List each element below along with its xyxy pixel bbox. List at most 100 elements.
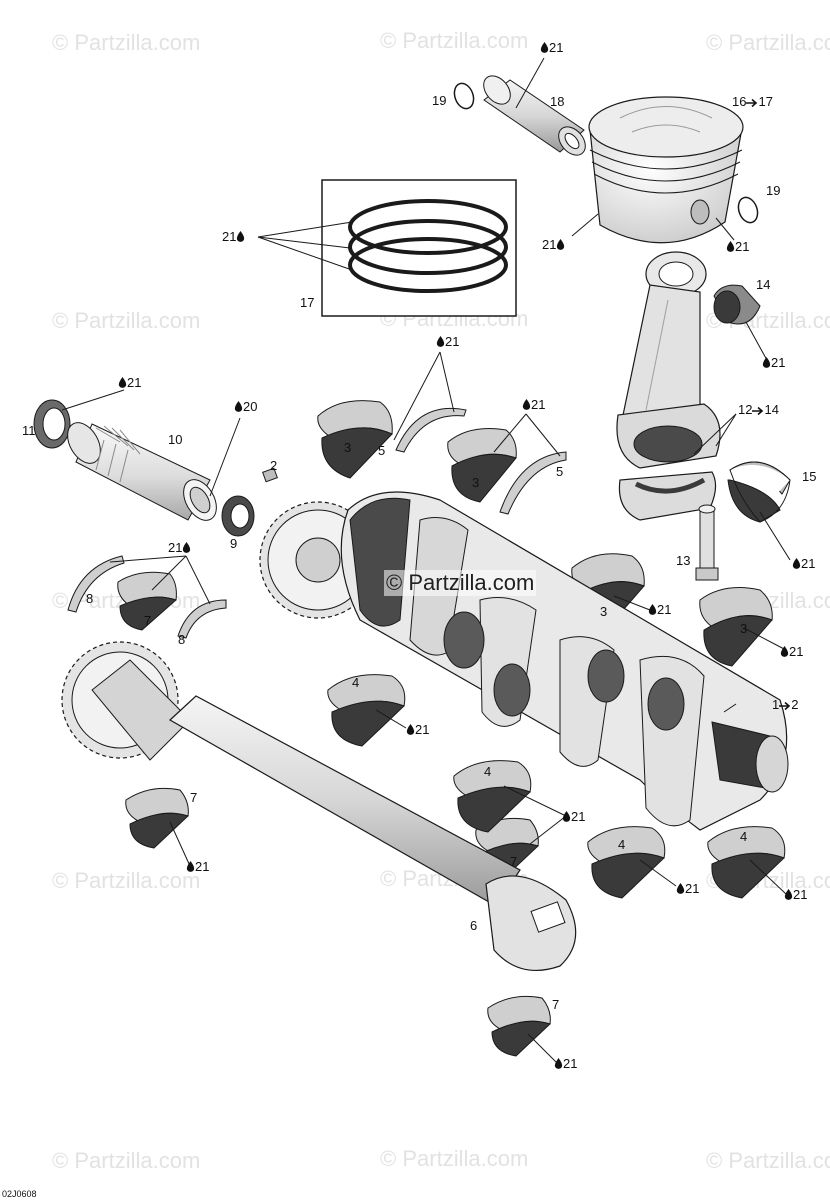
callout-c5-b: 5 bbox=[556, 465, 563, 478]
callout-c21-bottom: 21 bbox=[554, 1057, 577, 1070]
oil-drop-icon bbox=[726, 241, 735, 252]
piston bbox=[588, 96, 744, 244]
oil-drop-icon bbox=[792, 558, 801, 569]
watermark: © Partzilla.com bbox=[52, 30, 201, 55]
callout-c7-c: 7 bbox=[510, 855, 517, 868]
circlip bbox=[737, 196, 759, 224]
oil-drop-icon bbox=[234, 401, 243, 412]
callout-c21-pin: 21 bbox=[540, 41, 563, 54]
callout-number: 15 bbox=[802, 469, 817, 484]
callout-c7-a: 7 bbox=[144, 614, 151, 627]
oil-drop-icon bbox=[436, 336, 445, 347]
wrist-pin bbox=[483, 75, 586, 156]
callout-number: 21 bbox=[657, 602, 672, 617]
callout-number: 3 bbox=[344, 440, 352, 455]
oil-drop-icon bbox=[183, 542, 191, 553]
oil-drop-icon bbox=[676, 883, 685, 894]
callout-c21-lower-d: 21 bbox=[784, 888, 807, 901]
main-bearing-shell-lower bbox=[453, 760, 532, 833]
callout-number: 3 bbox=[472, 475, 480, 490]
rod-bolt bbox=[695, 504, 719, 581]
watermark: © Partzilla.com bbox=[706, 30, 830, 55]
arrow-right-icon bbox=[746, 98, 758, 108]
callout-c21-rodbearing: 21 bbox=[762, 356, 785, 369]
callout-number: 13 bbox=[676, 553, 691, 568]
watermark: © Partzilla.com bbox=[380, 1146, 529, 1171]
callout-number: 21 bbox=[195, 859, 210, 874]
callout-c21-capbearing: 21 bbox=[792, 557, 815, 570]
callout-number: 7 bbox=[190, 790, 198, 805]
callout-number: 8 bbox=[86, 591, 94, 606]
callout-number: 3 bbox=[600, 604, 608, 619]
main-bearing-shell bbox=[317, 400, 393, 479]
callout-number: 20 bbox=[243, 399, 258, 414]
callout-c21-thrust-mid: 21 bbox=[522, 398, 545, 411]
watermark: © Partzilla.com bbox=[52, 1148, 201, 1173]
oil-drop-icon bbox=[557, 239, 565, 250]
piston-ring-set bbox=[257, 179, 517, 317]
watermark: © Partzilla.com bbox=[52, 308, 201, 333]
callout-c11: 11 bbox=[22, 424, 36, 437]
callout-number: 4 bbox=[740, 829, 748, 844]
callout-number: 21 bbox=[771, 355, 786, 370]
callout-c18: 18 bbox=[550, 95, 564, 108]
oil-drop-icon bbox=[406, 724, 415, 735]
main-bearing-shell-lower bbox=[707, 826, 786, 899]
callout-number: 21 bbox=[531, 397, 546, 412]
balancer-bearing-shell bbox=[125, 787, 189, 849]
arrow-right-icon bbox=[752, 406, 764, 416]
callout-c21-thrust-top: 21 bbox=[436, 335, 459, 348]
callout-number: 16 bbox=[732, 94, 747, 109]
needle-bearing bbox=[221, 495, 255, 537]
watermark: © Partzilla.com bbox=[706, 1148, 830, 1173]
callout-c14: 14 bbox=[756, 278, 770, 291]
callout-number: 12 bbox=[738, 402, 753, 417]
callout-c19-left: 19 bbox=[432, 94, 446, 107]
callout-number: 21 bbox=[685, 881, 700, 896]
oil-drop-icon bbox=[648, 604, 657, 615]
leader-lines bbox=[61, 57, 791, 1063]
callout-c21-main-c: 21 bbox=[648, 603, 671, 616]
callout-number: 21 bbox=[415, 722, 430, 737]
crankshaft bbox=[259, 491, 789, 831]
main-bearing-shell-lower bbox=[327, 674, 406, 747]
callout-number: 21 bbox=[127, 375, 142, 390]
thrust-washer bbox=[395, 407, 467, 453]
callout-c13: 13 bbox=[676, 554, 690, 567]
callout-number: 21 bbox=[735, 239, 750, 254]
callout-number-range-end: 2 bbox=[791, 697, 799, 712]
callout-number: 17 bbox=[300, 295, 315, 310]
arrow-right-icon bbox=[779, 701, 791, 711]
callout-c19-right: 19 bbox=[766, 184, 780, 197]
callout-c20: 20 bbox=[234, 400, 257, 413]
oil-drop-icon bbox=[562, 811, 571, 822]
balance-shaft bbox=[61, 641, 577, 972]
watermark: © Partzilla.com bbox=[52, 868, 201, 893]
oil-drop-icon bbox=[522, 399, 531, 410]
callout-number: 4 bbox=[352, 675, 360, 690]
watermark-center: © Partzilla.com bbox=[384, 570, 537, 596]
callout-c8-b: 8 bbox=[178, 633, 185, 646]
callout-c6: 6 bbox=[470, 919, 477, 932]
callout-c21-seal: 21 bbox=[118, 376, 141, 389]
oil-seal bbox=[33, 399, 71, 449]
main-bearing-shell bbox=[699, 587, 773, 667]
callout-number: 5 bbox=[378, 443, 386, 458]
callout-c3-d: 3 bbox=[740, 622, 747, 635]
callout-c7-d: 7 bbox=[552, 998, 559, 1011]
main-bearing-shell-lower bbox=[587, 826, 666, 899]
callout-number: 9 bbox=[230, 536, 238, 551]
oil-drop-icon bbox=[237, 231, 245, 242]
callout-c21-main-d: 21 bbox=[780, 645, 803, 658]
callout-c15: 15 bbox=[802, 470, 816, 483]
callout-number: 5 bbox=[556, 464, 564, 479]
callout-number: 21 bbox=[222, 229, 237, 244]
callout-c3-b: 3 bbox=[472, 476, 479, 489]
callout-number: 11 bbox=[22, 423, 36, 438]
callout-c21-piston-right: 21 bbox=[726, 240, 749, 253]
balancer-bearing-shell bbox=[487, 995, 551, 1057]
callout-number: 21 bbox=[789, 644, 804, 659]
drive-sleeve bbox=[67, 422, 217, 521]
